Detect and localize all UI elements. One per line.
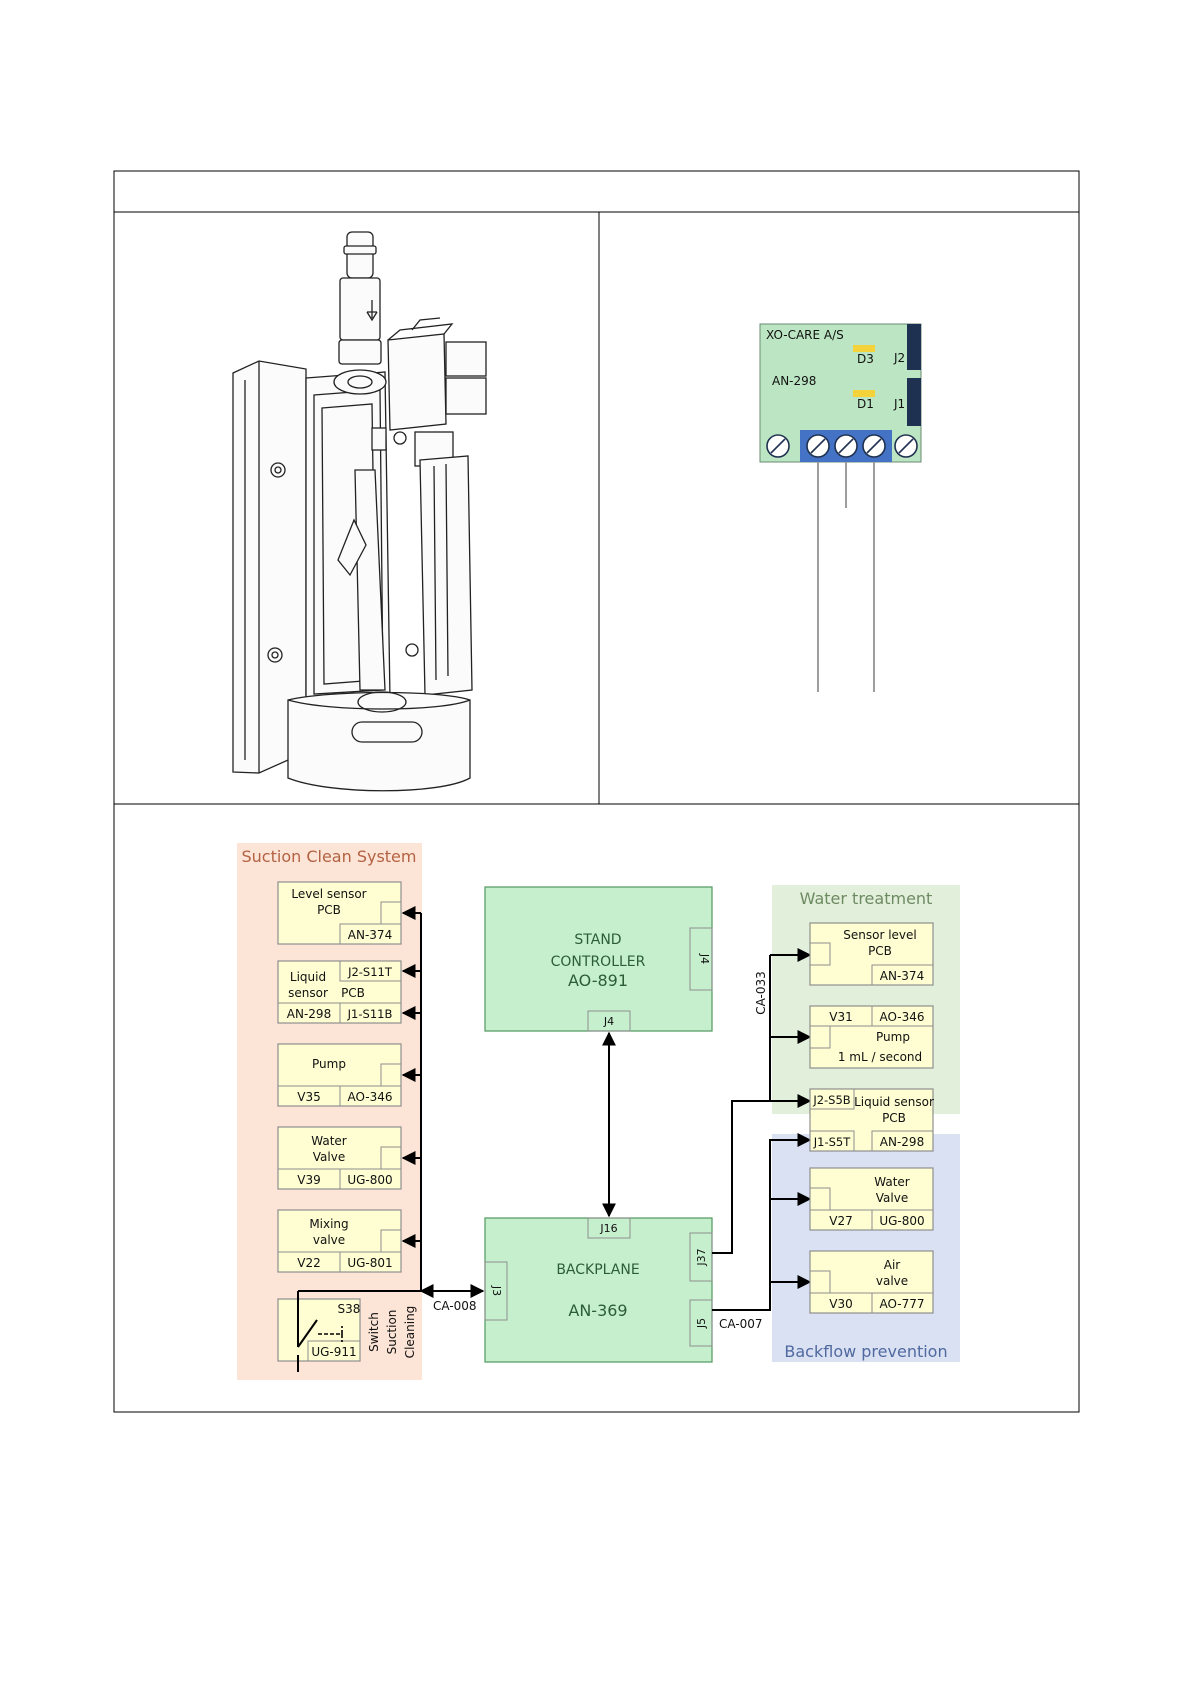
pcb-led-d1-label: D1 (857, 397, 874, 411)
backflow-prevention-title: Backflow prevention (784, 1342, 947, 1361)
backplane-port-j37: J37 (695, 1248, 708, 1266)
switch-id: S38 (338, 1302, 361, 1316)
switch-code: UG-911 (311, 1345, 356, 1359)
pcb-jack-j2 (907, 324, 921, 370)
water-valve-name-1: Water (311, 1134, 347, 1148)
pump-v31-id: V31 (829, 1010, 852, 1024)
liquid-sensor-id: AN-298 (287, 1007, 331, 1021)
liquid-sensor-right-name-2: PCB (882, 1111, 906, 1125)
switch-label-2: Suction (385, 1310, 399, 1355)
liquid-sensor-right-code: AN-298 (880, 1135, 924, 1149)
switch-label-3: Cleaning (403, 1306, 417, 1359)
liquid-sensor-pcb-illustration: XO-CARE A/S AN-298 D3 D1 J2 J1 (759, 323, 922, 692)
pcb-led-d1 (853, 390, 875, 397)
pump-v31-name: Pump (876, 1030, 910, 1044)
water-valve-code: UG-800 (347, 1173, 392, 1187)
liquid-sensor-right-port-top: J2-S5B (812, 1093, 850, 1107)
water-valve-name-2: Valve (313, 1150, 345, 1164)
water-valve-v27-name-2: Valve (876, 1191, 908, 1205)
pump-id: V35 (297, 1090, 320, 1104)
cable-ca-033-label: CA-033 (754, 971, 768, 1015)
stand-controller-port-j4-right: J4 (698, 953, 711, 964)
stand-controller-code: AO-891 (568, 971, 628, 990)
water-valve-v27-name-1: Water (874, 1175, 910, 1189)
pump-name: Pump (312, 1057, 346, 1071)
stand-controller-box (484, 886, 713, 1032)
air-valve-id: V30 (829, 1297, 852, 1311)
sensor-level-name-2: PCB (868, 944, 892, 958)
water-treatment-title: Water treatment (800, 889, 933, 908)
liquid-sensor-port-top: J2-S11T (347, 965, 393, 979)
pcb-company-label: XO-CARE A/S (766, 328, 844, 342)
level-sensor-name-2: PCB (317, 903, 341, 917)
backplane-port-j16: J16 (599, 1222, 617, 1235)
liquid-sensor-sub: PCB (341, 986, 365, 1000)
mixing-valve-name-1: Mixing (309, 1217, 348, 1231)
backplane-port-j5: J5 (695, 1318, 708, 1329)
liquid-sensor-right-port-bottom: J1-S5T (813, 1135, 851, 1149)
level-sensor-name-1: Level sensor (291, 887, 366, 901)
backplane-title: BACKPLANE (556, 1262, 639, 1278)
sensor-level-code: AN-374 (880, 969, 924, 983)
cable-ca-008-label: CA-008 (433, 1299, 477, 1313)
pump-v31-rate: 1 mL / second (838, 1050, 922, 1064)
suction-switch-device-illustration (232, 231, 487, 792)
pcb-model-label: AN-298 (772, 374, 816, 388)
mixing-valve-id: V22 (297, 1256, 320, 1270)
liquid-sensor-right-name-1: Liquid sensor (854, 1095, 934, 1109)
air-valve-name-2: valve (876, 1274, 908, 1288)
suction-clean-title: Suction Clean System (242, 847, 417, 866)
backplane-box (484, 1217, 713, 1363)
pcb-led-d3-label: D3 (857, 352, 874, 366)
sensor-level-name-1: Sensor level (843, 928, 916, 942)
water-valve-v27-code: UG-800 (879, 1214, 924, 1228)
water-valve-id: V39 (297, 1173, 320, 1187)
mixing-valve-name-2: valve (313, 1233, 345, 1247)
water-treatment-group (772, 885, 960, 1114)
level-sensor-code: AN-374 (348, 928, 392, 942)
backplane-code: AN-369 (568, 1301, 627, 1320)
liquid-sensor-name-1: Liquid (290, 970, 326, 984)
pcb-wires (817, 462, 875, 692)
table-frame (113, 170, 1080, 1413)
pcb-led-d3 (853, 345, 875, 352)
pcb-jack-j1-label: J1 (893, 397, 905, 411)
pcb-jack-j2-label: J2 (893, 351, 905, 365)
stand-controller-line2: CONTROLLER (551, 954, 646, 970)
air-valve-code: AO-777 (879, 1297, 924, 1311)
pcb-jack-j1 (907, 378, 921, 426)
backplane-port-j3: J3 (490, 1285, 503, 1296)
air-valve-name-1: Air (884, 1258, 901, 1272)
mixing-valve-code: UG-801 (347, 1256, 392, 1270)
switch-label-1: Switch (367, 1312, 381, 1352)
liquid-sensor-port-bottom: J1-S11B (347, 1007, 393, 1021)
wiring-block-diagram: Suction Clean System Water treatment Bac… (237, 843, 960, 1380)
stand-controller-line1: STAND (574, 932, 621, 948)
liquid-sensor-name-2: sensor (288, 986, 328, 1000)
cable-ca-007-label: CA-007 (719, 1317, 763, 1331)
stand-controller-port-j4-bottom: J4 (603, 1015, 614, 1028)
pump-code: AO-346 (347, 1090, 392, 1104)
pump-v31-code: AO-346 (879, 1010, 924, 1024)
water-valve-v27-id: V27 (829, 1214, 852, 1228)
